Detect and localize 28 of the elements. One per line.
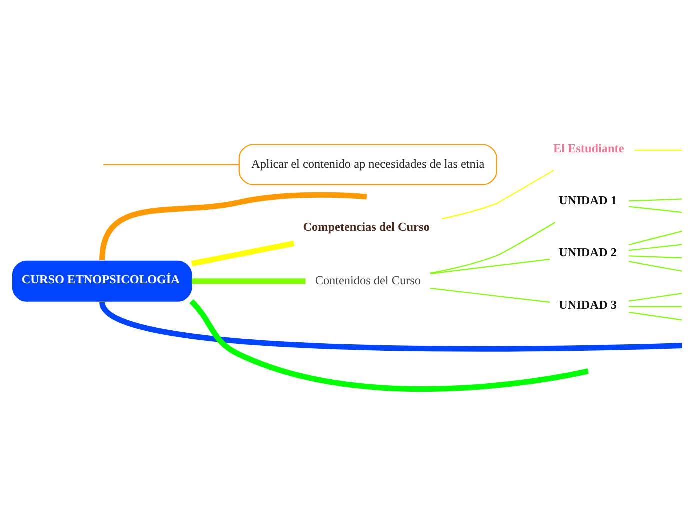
connector: [628, 312, 682, 321]
connector: [628, 206, 682, 214]
node-text: Contenidos del Curso: [315, 273, 421, 288]
node-text: Competencias del Curso: [303, 220, 430, 234]
connector: [628, 293, 682, 302]
node-text: UNIDAD 1: [559, 194, 617, 208]
connector: [628, 198, 682, 202]
connector: [628, 230, 682, 246]
node-text: UNIDAD 3: [559, 298, 617, 312]
connector: [628, 244, 682, 252]
connector: [634, 150, 682, 151]
node-box: Aplicar el contenido ap necesidades de las etnia: [238, 144, 498, 186]
connector: [100, 192, 368, 261]
node-text: El Estudiante: [553, 141, 624, 156]
node-box: CURSO ETNOPSICOLOGÍA: [12, 260, 192, 302]
connector: [190, 299, 589, 392]
connector: [430, 222, 556, 274]
connector: [192, 278, 306, 284]
connector: [628, 261, 682, 272]
connector: [191, 240, 295, 267]
connector: [103, 164, 240, 166]
connector: [430, 288, 550, 303]
connector: [442, 170, 554, 220]
connector: [628, 256, 682, 259]
connector: [628, 306, 682, 308]
connector: [100, 300, 682, 352]
connector: [430, 258, 550, 274]
node-text: UNIDAD 2: [559, 246, 617, 260]
